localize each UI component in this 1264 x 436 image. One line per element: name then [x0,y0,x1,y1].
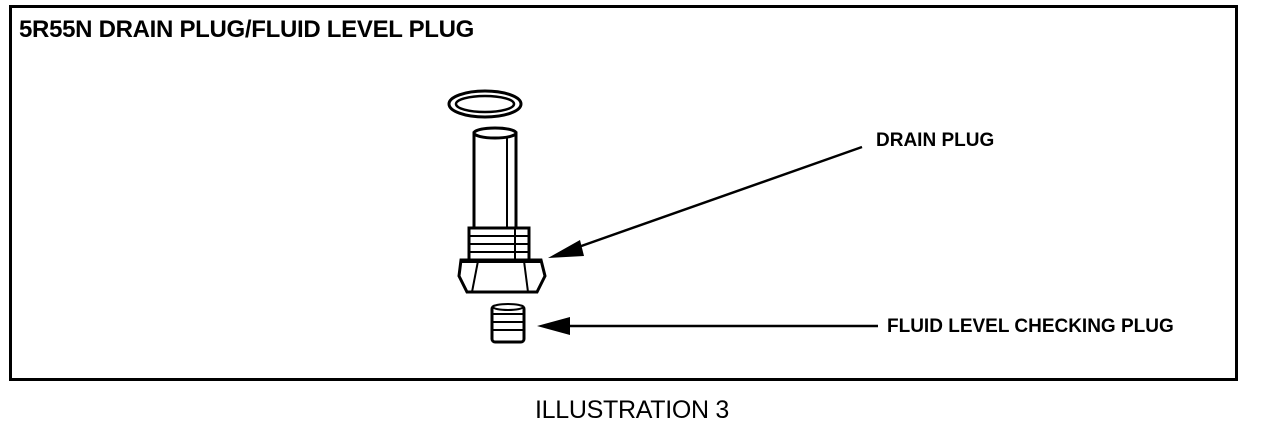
drain-plug-threads [467,226,531,262]
drain-plug-hex-nut [457,258,547,294]
fluid-level-plug-arrow [537,317,878,335]
diagram-title: 5R55N DRAIN PLUG/FLUID LEVEL PLUG [19,16,475,43]
illustration-caption: ILLUSTRATION 3 [535,396,729,424]
fluid-level-checking-plug-label: FLUID LEVEL CHECKING PLUG [887,316,1174,337]
fluid-level-checking-plug [490,303,526,344]
drain-plug-arrow [548,145,863,258]
drain-plug-shaft [472,126,518,235]
diagram-frame [9,5,1238,381]
drain-plug-label: DRAIN PLUG [876,130,995,151]
o-ring [447,89,523,119]
